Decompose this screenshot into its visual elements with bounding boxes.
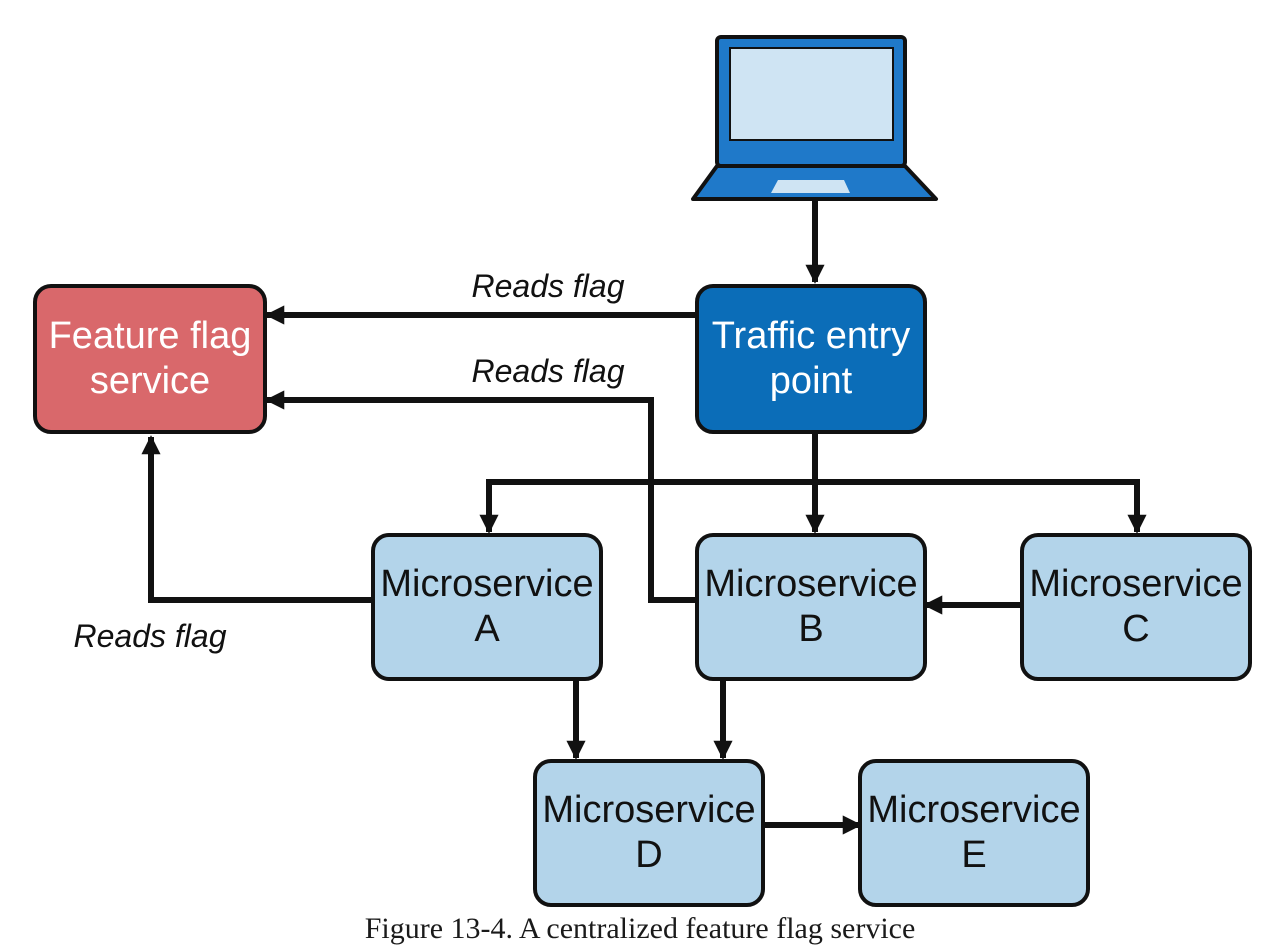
traffic-entry-label-1: Traffic entry <box>712 315 911 357</box>
microservice-a-label-2: A <box>474 608 500 650</box>
arrow-a-to-flag-service <box>141 435 373 603</box>
feature-flag-service-label-2: service <box>90 360 210 402</box>
edge-label-entry-reads-flag: Reads flag <box>472 268 625 304</box>
edge-label-a-reads-flag: Reads flag <box>74 618 227 654</box>
node-microservice-a: Microservice A <box>371 533 603 681</box>
arrow-entry-to-c <box>815 479 1147 534</box>
microservice-d-label-1: Microservice <box>542 789 755 831</box>
microservice-c-label-2: C <box>1122 608 1149 650</box>
microservice-a-label-1: Microservice <box>380 563 593 605</box>
microservice-b-label-2: B <box>798 608 823 650</box>
node-microservice-d: Microservice D <box>533 759 765 907</box>
microservice-e-label-2: E <box>961 834 986 876</box>
traffic-entry-label-2: point <box>770 360 853 402</box>
node-microservice-b: Microservice B <box>695 533 927 681</box>
node-microservice-c: Microservice C <box>1020 533 1252 681</box>
connectors <box>141 200 1147 835</box>
feature-flag-service-label-1: Feature flag <box>49 315 252 357</box>
microservice-e-label-1: Microservice <box>867 789 1080 831</box>
arrow-b-to-flag-service <box>265 390 697 603</box>
microservice-d-label-2: D <box>635 834 662 876</box>
node-microservice-e: Microservice E <box>858 759 1090 907</box>
laptop-icon <box>691 35 938 201</box>
edge-label-b-reads-flag: Reads flag <box>472 353 625 389</box>
arrow-entry-to-a <box>479 479 815 534</box>
microservice-b-label-1: Microservice <box>704 563 917 605</box>
microservice-c-label-1: Microservice <box>1029 563 1242 605</box>
node-traffic-entry-point: Traffic entry point <box>695 284 927 434</box>
node-feature-flag-service: Feature flag service <box>33 284 267 434</box>
figure-caption: Figure 13-4. A centralized feature flag … <box>364 912 916 945</box>
